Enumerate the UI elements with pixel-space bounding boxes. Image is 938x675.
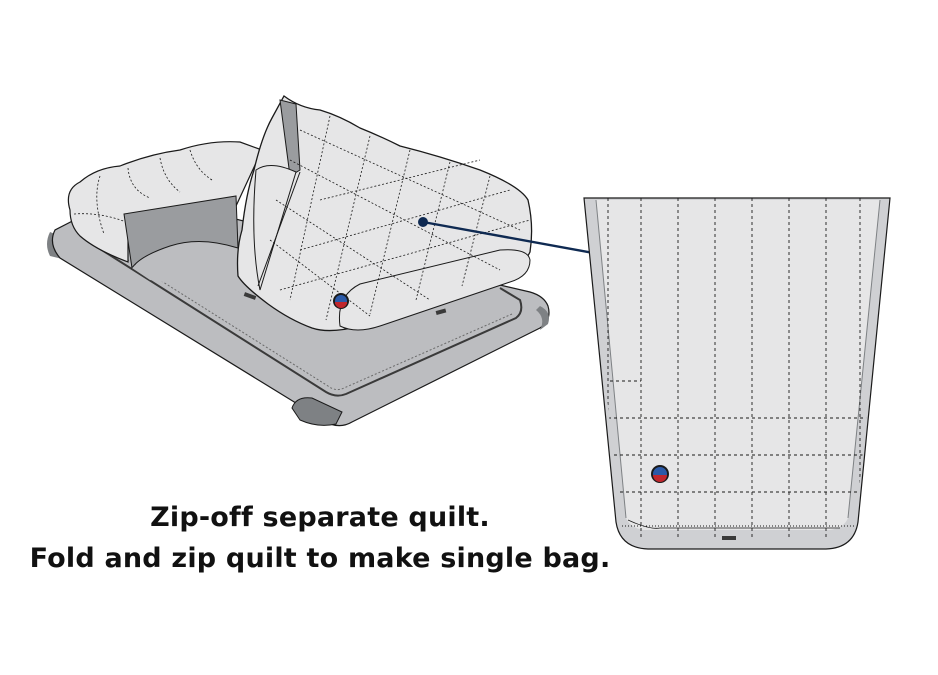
caption-line-2: Fold and zip quilt to make single bag.: [29, 543, 611, 574]
quilt-flat-view: [583, 197, 891, 550]
left-bolster: [67, 141, 280, 300]
logo-badge-3d: [333, 293, 349, 309]
caption-line-1: Zip-off separate quilt.: [150, 502, 490, 533]
logo-badge-flat: [651, 465, 669, 483]
quilt-3d: [236, 95, 533, 332]
